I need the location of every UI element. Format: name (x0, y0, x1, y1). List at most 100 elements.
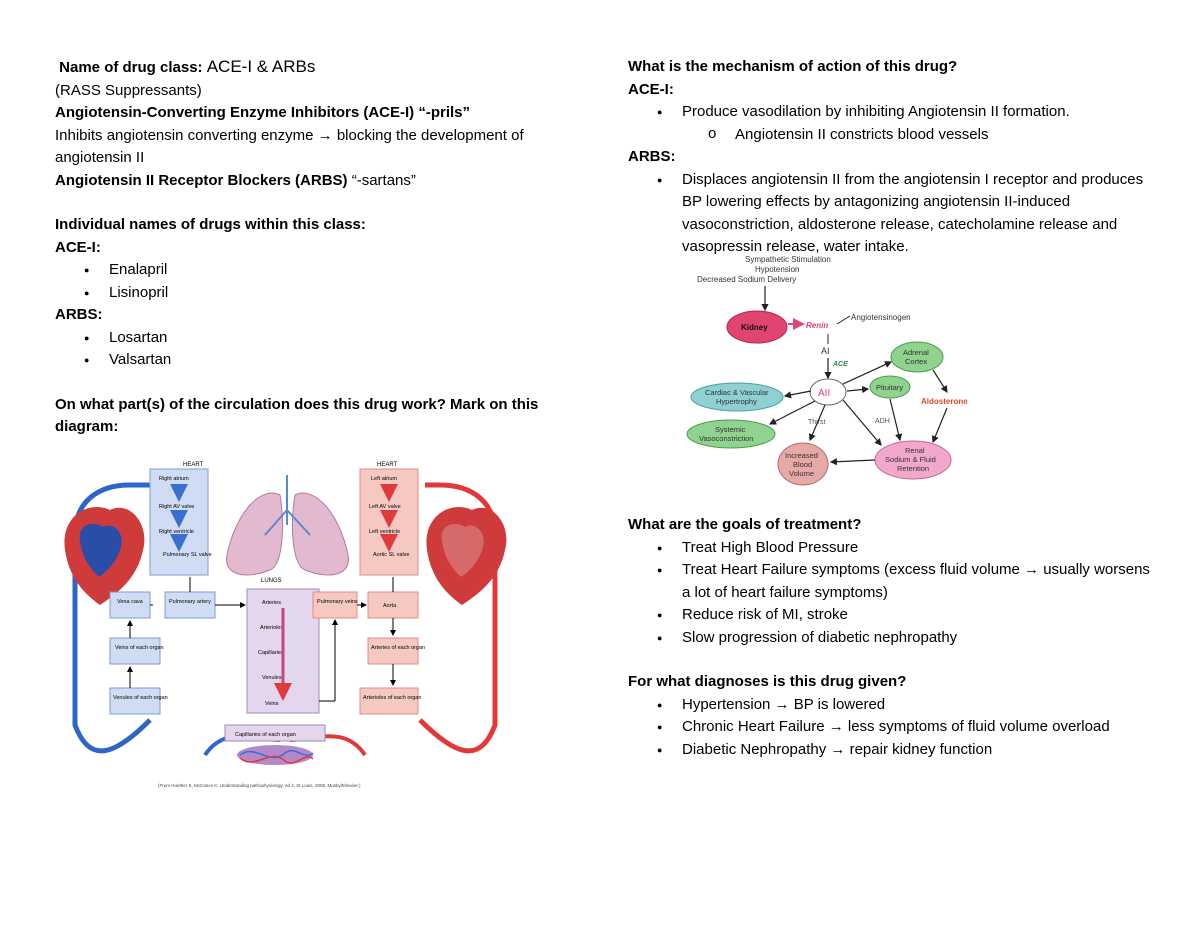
left-heart-illustration (64, 506, 145, 605)
ace-heading: Angiotensin-Converting Enzyme Inhibitors… (55, 104, 471, 121)
list-item: Losartan (55, 327, 585, 350)
pituitary-label: Pituitary (876, 383, 903, 392)
arterioles-organ-label: Arterioles of each organ (363, 695, 421, 701)
left-ventricle-label: Left ventricle (369, 529, 400, 535)
aorta-label: Aorta (383, 603, 397, 609)
systemic-label-1: Systemic (715, 425, 746, 434)
moa-question: What is the mechanism of action of this … (628, 58, 958, 75)
capillary-bed-illustration (237, 745, 314, 765)
blood-volume-label-2: Blood (793, 460, 812, 469)
kidney-label: Kidney (741, 323, 768, 332)
veins-organ-label: Veins of each organ (115, 645, 164, 651)
kidney-node (726, 310, 788, 344)
ai-label: AI (821, 346, 830, 356)
left-atrium-label: Left atrium (371, 476, 397, 482)
renal-label-3: Retention (897, 464, 929, 473)
list-item: Treat High Blood Pressure (628, 537, 1173, 560)
diagnoses-question: For what diagnoses is this drug given? (628, 673, 907, 690)
list-item: Diabetic Nephropathy → repair kidney fun… (628, 739, 1173, 762)
circulation-diagram: HEART Right atrium Right AV valve Right … (64, 462, 507, 788)
right-av-valve-label: Right AV valve (159, 504, 194, 510)
stimulus-sympathetic: Sympathetic Stimulation (745, 255, 831, 264)
arbs-label: ARBS: (55, 306, 103, 323)
aldosterone-label: Aldosterone (921, 397, 968, 406)
pulmonary-sl-valve-label: Pulmonary SL valve (163, 552, 212, 558)
arb-heading: Angiotensin II Receptor Blockers (ARBS) (55, 171, 348, 189)
moa-acei-label: ACE-I: (628, 80, 674, 98)
stimulus-sodium: Decreased Sodium Delivery (697, 275, 796, 284)
pulmonary-veins-label: Pulmonary veins (317, 599, 358, 605)
moa-acei-list: Produce vasodilation by inhibiting Angio… (628, 101, 1173, 124)
venules-organ-label: Venules of each organ (113, 695, 168, 701)
acei-label: ACE-I: (55, 238, 101, 256)
pituitary-node (869, 375, 911, 399)
moa-acei-sublist: Angiotensin II constricts blood vessels (628, 123, 1173, 147)
aii-label: AII (818, 388, 830, 399)
blood-volume-label-3: Volume (789, 469, 814, 478)
right-column: What is the mechanism of action of this … (628, 56, 1173, 259)
adrenal-node (890, 341, 944, 373)
list-item: Valsartan (55, 349, 585, 372)
right-atrium-label: Right atrium (159, 476, 189, 482)
drug-class-label: Name of drug class: (59, 59, 203, 76)
acei-drug-list: Enalapril Lisinopril (55, 259, 585, 304)
diagram-citation: (From Huether S, McCance K: Understandin… (158, 783, 361, 788)
aii-node (809, 378, 847, 406)
arb-heading-line: Angiotensin II Receptor Blockers (ARBS) … (55, 170, 585, 193)
goals-list: Treat High Blood Pressure Treat Heart Fa… (628, 537, 1173, 650)
right-column-lower: What are the goals of treatment? Treat H… (628, 514, 1173, 761)
arb-suffix: “-sartans” (351, 171, 416, 189)
heart-label-left: HEART (183, 462, 204, 468)
right-heart-illustration (426, 506, 507, 605)
blood-volume-label-1: Increased (785, 451, 818, 460)
ace-label: ACE (832, 361, 848, 368)
systemic-label-2: Vasoconstriction (699, 434, 753, 443)
drug-names-heading: Individual names of drugs within this cl… (55, 216, 366, 233)
aortic-sl-valve-label: Aortic SL valve (373, 552, 409, 558)
lung-veins-label: Veins (265, 701, 279, 707)
lungs-illustration (226, 475, 349, 576)
ace-description: Inhibits angiotensin converting enzyme →… (55, 126, 524, 167)
vena-cava-label: Vena cava (117, 599, 144, 605)
adh-label: ADH (875, 418, 890, 425)
list-item: Produce vasodilation by inhibiting Angio… (628, 101, 1173, 124)
moa-arbs-list: Displaces angiotensin II from the angiot… (628, 169, 1173, 259)
adrenal-label-2: Cortex (905, 357, 927, 366)
cardiac-label-1: Cardiac & Vascular (705, 388, 769, 397)
renal-label-2: Sodium & Fluid (885, 455, 936, 464)
thirst-label: Thirst (808, 419, 826, 426)
list-item: Angiotensin II constricts blood vessels (628, 123, 1173, 147)
heart-label-right: HEART (377, 462, 398, 468)
renal-label-1: Renal (905, 446, 925, 455)
pulmonary-artery-label: Pulmonary artery (169, 599, 211, 605)
capillaries-organ-label: Capillaries of each organ (235, 732, 296, 738)
adrenal-label-1: Adrenal (903, 348, 929, 357)
circulation-question: On what part(s) of the circulation does … (55, 395, 539, 436)
list-item: Chronic Heart Failure → less symptoms of… (628, 716, 1112, 739)
list-item: Reduce risk of MI, stroke (628, 604, 1173, 627)
renin-label: Renin (806, 321, 828, 330)
lung-arteries-label: Arteries (262, 600, 281, 606)
lung-capillaries-label: Capillaries (258, 650, 284, 656)
cardiac-node (690, 382, 784, 412)
moa-arbs-label: ARBS: (628, 148, 676, 165)
lung-venules-label: Venules (262, 675, 282, 681)
rass-text: (RASS Suppressants) (55, 81, 202, 99)
stimulus-hypotension: Hypotension (755, 265, 799, 274)
blood-volume-node (777, 442, 829, 486)
arbs-drug-list: Losartan Valsartan (55, 327, 585, 372)
drug-class-line: Name of drug class: ACE-I & ARBs (55, 56, 585, 80)
list-item: Hypertension → BP is lowered (628, 694, 1173, 717)
list-item: Lisinopril (55, 282, 585, 305)
right-ventricle-label: Right ventricle (159, 529, 194, 535)
diagnoses-list: Hypertension → BP is lowered Chronic Hea… (628, 694, 1173, 762)
lungs-label: LUNGS (261, 578, 282, 584)
left-column: Name of drug class: ACE-I & ARBs (RASS S… (55, 56, 585, 439)
list-item: Slow progression of diabetic nephropathy (628, 627, 1173, 650)
goals-question: What are the goals of treatment? (628, 516, 862, 533)
left-av-valve-label: Left AV valve (369, 504, 401, 510)
cardiac-label-2: Hypertrophy (716, 397, 757, 406)
list-item: Displaces angiotensin II from the angiot… (628, 169, 1157, 259)
lung-arterioles-label: Arterioles (260, 625, 283, 631)
list-item: Enalapril (55, 259, 585, 282)
